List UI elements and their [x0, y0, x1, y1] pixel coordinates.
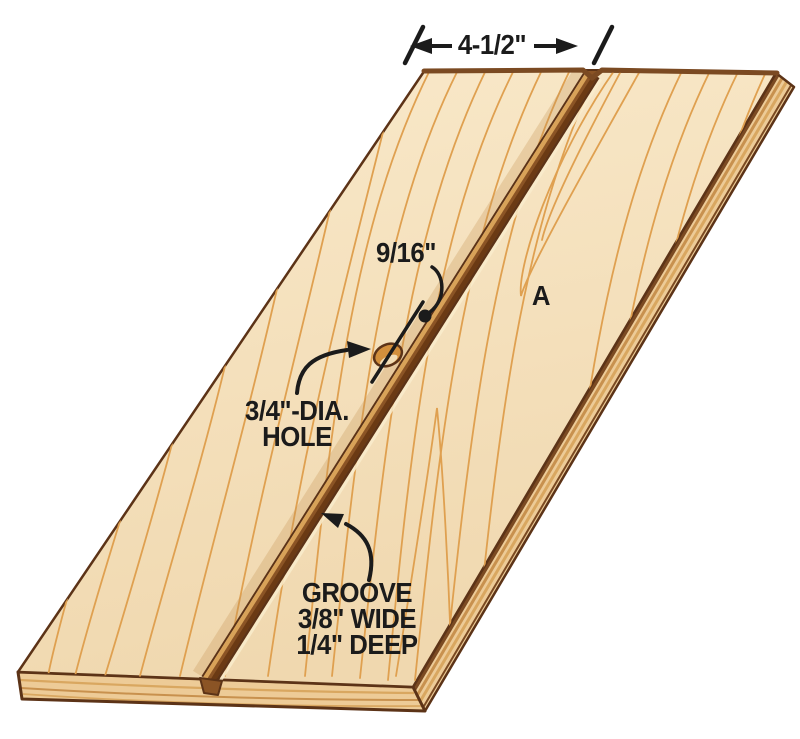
groove-front-notch: [199, 677, 223, 696]
groove: [192, 69, 603, 696]
board-right-edge-face: [411, 71, 796, 713]
groove-note-line1: GROOVE: [301, 577, 413, 608]
dimension-tick-right: [591, 24, 615, 66]
dimension-arrow-right-head: [556, 38, 578, 54]
offset-leader-line: [428, 265, 444, 314]
hole-callout-arrow: [295, 348, 349, 395]
groove-note-line3: 1/4" DEEP: [296, 629, 418, 660]
groove-note-line2: 3/8" WIDE: [297, 603, 417, 634]
groove-callout-arrowhead: [321, 513, 344, 528]
annotations: [295, 24, 615, 582]
part-letter-label: A: [531, 280, 551, 311]
hole-note-line2: HOLE: [262, 421, 332, 452]
dimension-arrow-left-head: [410, 38, 432, 54]
groove-note: GROOVE 3/8" WIDE 1/4" DEEP: [274, 577, 440, 660]
hole-note: 3/4"-DIA. HOLE: [214, 395, 380, 452]
width-dimension: [402, 24, 615, 66]
offset-dimension-label: 9/16": [375, 237, 437, 268]
offset-measure-line: [370, 300, 425, 384]
hole-note-line1: 3/4"-DIA.: [245, 395, 349, 426]
groove-callout-arrow: [344, 522, 374, 582]
board-back-edge: [421, 67, 780, 81]
hole-callout-arrowhead: [347, 341, 371, 358]
offset-measure-dot: [418, 309, 432, 323]
width-dimension-label: 4-1/2": [457, 29, 527, 60]
